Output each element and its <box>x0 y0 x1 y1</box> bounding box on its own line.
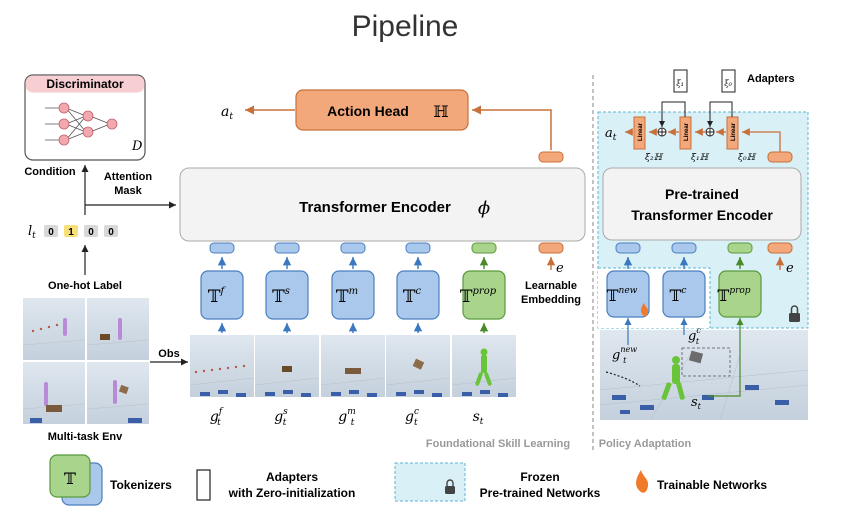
sum-nodes <box>657 127 715 137</box>
label-vector-symbol: lt <box>28 224 36 241</box>
legend-adapter-icon <box>196 469 211 501</box>
svg-text:Linear: Linear <box>684 122 690 141</box>
svg-text:gct: gct <box>688 326 701 346</box>
discriminator-label: Discriminator <box>46 77 124 91</box>
adaptation-tokenizer-new: 𝕋new <box>606 242 650 318</box>
legend-trainable: Trainable Networks <box>657 478 767 492</box>
condition-label: Condition <box>24 166 76 178</box>
adaptation-label: Policy Adaptation <box>599 438 692 450</box>
multitask-env-images <box>22 298 150 424</box>
svg-text:ξ₁ℍ: ξ₁ℍ <box>691 153 710 163</box>
token <box>274 242 300 254</box>
legend-frozen-1: Frozen <box>520 470 559 484</box>
discriminator-symbol: D <box>131 139 143 154</box>
observation-input-label: st <box>473 409 484 427</box>
pretrained-encoder-label-2: Transformer Encoder <box>631 207 773 223</box>
label-cell-value: 0 <box>108 227 114 238</box>
pretrained-encoder-label-1: Pre-trained <box>665 186 739 202</box>
embedding-symbol: e <box>556 261 564 276</box>
page-title: Pipeline <box>352 10 459 43</box>
tokenizer-box <box>331 270 375 320</box>
svg-text:ξ₂ℍ: ξ₂ℍ <box>645 153 664 163</box>
attention-mask-label-1: Attention <box>104 171 153 183</box>
label-cell <box>84 225 98 237</box>
svg-text:𝕋: 𝕋 <box>64 469 76 488</box>
attention-mask-label-2: Mask <box>114 185 142 197</box>
learnable-embedding-label-1: Learnable <box>525 280 577 292</box>
obs-label: Obs <box>158 348 179 360</box>
svg-text:ξ₀ℍ: ξ₀ℍ <box>738 153 757 163</box>
label-cell <box>64 225 78 237</box>
adapters-label: Adapters <box>747 73 795 85</box>
pretrained-encoder <box>602 167 802 241</box>
action-symbol: at <box>221 104 233 122</box>
adaptation-action-symbol: at <box>605 126 617 143</box>
multitask-env-label: Multi-task Env <box>48 431 123 443</box>
svg-text:ξ₀: ξ₀ <box>724 79 732 88</box>
legend-lock-icon <box>445 479 455 494</box>
tokenizer-box <box>396 270 440 320</box>
legend-adapters-1: Adapters <box>266 470 318 484</box>
adaptation-tokenizer-c: 𝕋c <box>662 242 706 318</box>
svg-text:ξ₁: ξ₁ <box>676 79 684 88</box>
adaptation-tokenizer-prop: 𝕋prop <box>717 242 762 318</box>
token <box>209 242 235 254</box>
legend-frozen-2: Pre-trained Networks <box>480 486 601 500</box>
lock-icon <box>789 305 800 322</box>
action-head-label: Action Head <box>327 103 409 119</box>
token <box>340 242 366 254</box>
adapters: ξ₁ ξ₀ Adapters <box>673 69 795 93</box>
token <box>405 242 431 254</box>
action-token <box>538 151 564 163</box>
label-cell-value: 1 <box>68 227 74 238</box>
flame-icon <box>640 303 649 317</box>
legend-tokenizer-icon: 𝕋 <box>49 454 103 506</box>
svg-text:Linear: Linear <box>731 122 737 141</box>
tokenizer-box <box>265 270 309 320</box>
tokenizer-box <box>200 270 244 320</box>
legend-frozen-icon <box>394 462 466 502</box>
linear-heads: Linear Linear Linear ξ₂ℍ ξ₁ℍ ξ₀ℍ <box>633 116 757 163</box>
svg-text:e: e <box>786 261 794 276</box>
action-head: Action Head ℍ <box>295 89 469 131</box>
label-cell <box>44 225 58 237</box>
embedding-token <box>538 242 564 254</box>
adaptation-scene <box>599 330 809 421</box>
svg-text:Linear: Linear <box>638 122 644 141</box>
foundational-label: Foundational Skill Learning <box>426 438 570 450</box>
label-vector: lt 0 1 0 0 <box>28 224 118 241</box>
onehot-label: One-hot Label <box>48 280 122 292</box>
label-cell-value: 0 <box>48 227 54 238</box>
learnable-embedding-label-2: Embedding <box>521 294 581 306</box>
label-cell-value: 0 <box>88 227 94 238</box>
adaptation-action-token <box>767 151 793 163</box>
token <box>471 242 497 254</box>
transformer-encoder-label: Transformer Encoder <box>299 199 451 216</box>
legend-flame-icon <box>636 470 649 493</box>
action-head-symbol: ℍ <box>433 102 448 121</box>
transformer-encoder: Transformer Encoder ϕ <box>179 167 586 242</box>
discriminator: Discriminator D <box>24 74 146 161</box>
svg-text:st: st <box>691 395 702 411</box>
label-cell <box>104 225 118 237</box>
transformer-encoder-symbol: ϕ <box>478 198 490 219</box>
tokenizer-box <box>462 270 506 320</box>
adaptation-embedding-token <box>767 242 793 254</box>
legend-tokenizers: Tokenizers <box>110 478 172 492</box>
observation-image <box>321 335 385 397</box>
legend-adapters-2: with Zero-initialization <box>228 486 356 500</box>
legend: 𝕋 Tokenizers Adapters with Zero-initiali… <box>49 454 767 506</box>
